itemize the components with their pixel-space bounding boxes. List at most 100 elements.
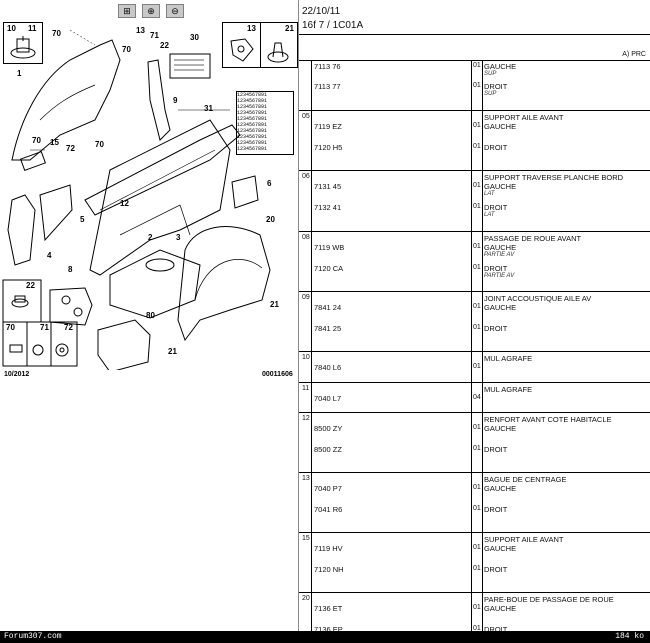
part-reference: 7840 L6 — [314, 363, 342, 372]
footer-site: Forum307.com — [4, 632, 62, 641]
group-number: 09 — [302, 294, 310, 301]
part-side: DROIT — [484, 445, 508, 454]
part-side: GAUCHE — [484, 484, 517, 493]
part-side: GAUCHE — [484, 243, 517, 252]
footer-bar: Forum307.com 184 ko — [0, 631, 650, 643]
label-30-icon — [169, 53, 211, 79]
part-quantity: 01 — [473, 203, 481, 210]
part-reference: 8500 ZY — [314, 424, 343, 433]
header-code: 16f 7 / 1C01A — [302, 20, 364, 31]
part-reference: 7136 ET — [314, 604, 343, 613]
group-title: SUPPORT AILE AVANT — [484, 535, 564, 544]
part-reference: 7841 25 — [314, 324, 342, 333]
part-quantity: 01 — [473, 484, 481, 491]
part-quantity: 01 — [473, 424, 481, 431]
part-detail: LAT — [484, 191, 495, 197]
part-reference: 7132 41 — [314, 203, 342, 212]
inset-label: 21 — [285, 24, 294, 33]
part-quantity: 01 — [473, 445, 481, 452]
header-right-label: A) PRC — [622, 51, 646, 58]
part-quantity: 01 — [473, 62, 481, 69]
group-title: JOINT ACCOUSTIQUE AILE AV — [484, 294, 592, 303]
part-side: GAUCHE — [484, 544, 517, 553]
part-reference: 7131 45 — [314, 182, 342, 191]
group-title: MUL AGRAFE — [484, 354, 533, 363]
footer-size: 184 ko — [615, 632, 644, 641]
part-side: GAUCHE — [484, 122, 517, 131]
part-detail: SUP — [484, 71, 497, 77]
part-detail: PARTIE AV — [484, 273, 515, 279]
group-number: 10 — [302, 354, 310, 361]
parts-diagram: ⊞ ⊕ ⊖ 10 11 13 21 1234567891 1234567891 … — [0, 0, 299, 643]
part-reference: 7113 76 — [314, 62, 341, 71]
part-quantity: 04 — [473, 394, 481, 401]
part-side: GAUCHE — [484, 424, 517, 433]
part-quantity: 01 — [473, 625, 481, 631]
part-quantity: 01 — [473, 303, 481, 310]
inset-clip-13-21: 13 21 — [222, 22, 298, 68]
part-reference: 8500 ZZ — [314, 445, 342, 454]
zoom-in-icon[interactable]: ⊕ — [142, 4, 160, 18]
zoom-out-icon[interactable]: ⊖ — [166, 4, 184, 18]
inset-label: 10 — [7, 24, 16, 33]
group-title: MUL AGRAFE — [484, 385, 533, 394]
part-quantity: 01 — [473, 604, 481, 611]
part-reference: 7136 EP — [314, 625, 343, 631]
label-grid-31: 1234567891 1234567891 1234567891 1234567… — [236, 91, 294, 155]
part-side: DROIT — [484, 264, 508, 273]
group-number: 12 — [302, 415, 310, 422]
part-quantity: 01 — [473, 264, 481, 271]
parts-group: 05 SUPPORT AILE AVANT 7119 EZ 01 GAUCHE 7120 … — [299, 110, 650, 171]
part-reference: 7119 EZ — [314, 122, 342, 131]
inset-label: 11 — [28, 24, 37, 33]
part-reference: 7120 H5 — [314, 143, 343, 152]
part-quantity: 01 — [473, 182, 481, 189]
part-side: GAUCHE — [484, 182, 517, 191]
part-side: DROIT — [484, 82, 508, 91]
part-detail: PARTIE AV — [484, 252, 515, 258]
part-quantity: 01 — [473, 363, 481, 370]
part-side: DROIT — [484, 625, 508, 631]
part-quantity: 01 — [473, 324, 481, 331]
part-side: DROIT — [484, 203, 508, 212]
group-title: RENFORT AVANT COTE HABITACLE — [484, 415, 612, 424]
part-side: DROIT — [484, 324, 508, 333]
clip-icon — [10, 36, 36, 59]
group-number: 15 — [302, 535, 310, 542]
part-quantity: 01 — [473, 143, 481, 150]
part-reference: 7113 77 — [314, 82, 341, 91]
diagram-toolbar: ⊞ ⊕ ⊖ — [118, 4, 184, 18]
group-title: SUPPORT AILE AVANT — [484, 113, 564, 122]
part-quantity: 01 — [473, 505, 481, 512]
part-quantity: 01 — [473, 544, 481, 551]
part-side: GAUCHE — [484, 303, 517, 312]
exploded-view-drawing — [2, 29, 271, 370]
diagram-ref: 00011606 — [262, 371, 293, 378]
part-reference: 7041 R6 — [314, 505, 343, 514]
part-reference: 7120 CA — [314, 264, 344, 273]
part-reference: 7120 NH — [314, 565, 344, 574]
group-title: PASSAGE DE ROUE AVANT — [484, 234, 582, 243]
part-reference: 7841 24 — [314, 303, 342, 312]
part-reference: 7040 L7 — [314, 394, 342, 403]
part-reference: 7040 P7 — [314, 484, 342, 493]
inset-label: 13 — [247, 24, 256, 33]
diagram-date: 10/2012 — [4, 371, 30, 378]
part-quantity: 01 — [473, 82, 481, 89]
bracket-icon — [230, 38, 289, 63]
part-side: DROIT — [484, 143, 508, 152]
inset-clip-10-11: 10 11 — [3, 22, 43, 64]
parts-group: 10 MUL AGRAFE 7840 L6 01 — [299, 351, 650, 383]
zoom-fit-icon[interactable]: ⊞ — [118, 4, 136, 18]
group-number: 05 — [302, 113, 310, 120]
part-reference: 7119 HV — [314, 544, 343, 553]
